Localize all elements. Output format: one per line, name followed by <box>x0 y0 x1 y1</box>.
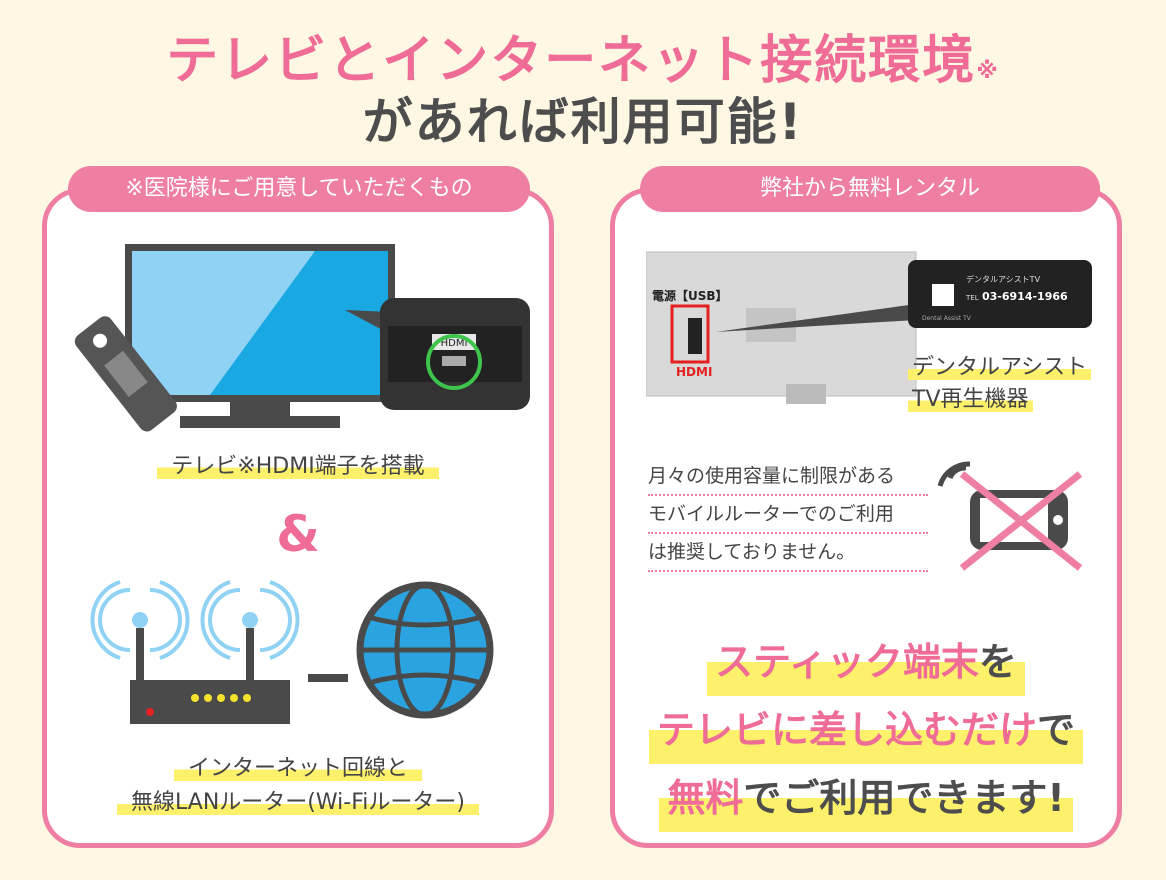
note-mark: ※ <box>976 59 1000 84</box>
requirements-label: ※医院様にご用意していただくもの <box>68 166 530 212</box>
cta-line-2-highlight: テレビに差し込むだけ <box>656 708 1037 752</box>
tv-caption-text: テレビ※HDMI端子を搭載 <box>157 454 439 479</box>
device-tel-prefix: TEL <box>965 294 979 302</box>
tv-illustration: HDMI <box>74 244 530 432</box>
headline-text: テレビとインターネット接続環境 <box>166 31 977 91</box>
cta-line-1-highlight: スティック端末 <box>715 640 979 684</box>
remote-control-icon <box>74 316 177 432</box>
stick-device-icon: デンタルアシストTV TEL 03-6914-1966 Dental Assis… <box>908 260 1092 328</box>
cross-mark-icon <box>959 471 1083 571</box>
cta-line-3-highlight: 無料 <box>667 776 744 820</box>
cta-line-2: テレビに差し込むだけで <box>648 696 1084 764</box>
device-caption-line-2: TV再生機器 <box>908 387 1033 412</box>
device-caption-line-1: デンタルアシスト <box>908 355 1092 380</box>
cta-line-2-rest: で <box>1037 708 1076 752</box>
device-logo-text: Dental Assist TV <box>922 315 972 322</box>
network-caption: インターネット回線と 無線LANルーター(Wi-Fiルーター) <box>42 752 554 820</box>
device-tel: 03-6914-1966 <box>982 290 1068 303</box>
hdmi-port-closeup-icon: HDMI <box>380 298 530 410</box>
device-brand: デンタルアシストTV <box>966 274 1041 284</box>
mobile-router-note: 月々の使用容量に制限がある モバイルルーターでのご利用 は推奨しておりません。 <box>648 458 928 572</box>
note-line-1: 月々の使用容量に制限がある <box>648 458 928 496</box>
wifi-router-icon <box>90 580 300 724</box>
rental-label: 弊社から無料レンタル <box>640 166 1100 212</box>
note-line-3: は推奨しておりません。 <box>648 534 928 572</box>
headline-line-2: があれば利用可能! <box>362 93 804 151</box>
note-line-2: モバイルルーターでのご利用 <box>648 496 928 534</box>
cta-line-3: 無料でご利用できます! <box>659 764 1073 832</box>
globe-internet-icon <box>356 581 494 719</box>
headline-line-1: テレビとインターネット接続環境※ <box>0 18 1166 93</box>
cta-line-1-rest: を <box>978 640 1017 684</box>
cta-line-1: スティック端末を <box>707 628 1025 696</box>
cta-line-3-rest: でご利用できます! <box>743 776 1065 820</box>
tv-icon <box>125 244 395 428</box>
network-illustration <box>90 580 494 724</box>
no-mobile-router-illustration <box>937 461 1083 571</box>
tv-caption: テレビ※HDMI端子を搭載 <box>42 448 554 480</box>
tv-back-illustration: 電源【USB】 HDMI デンタルアシストTV TEL 03-6914-1966… <box>646 251 1092 404</box>
power-usb-label: 電源【USB】 <box>652 288 728 303</box>
ampersand: & <box>276 505 320 563</box>
mobile-signal-icon <box>937 461 971 487</box>
network-caption-line-2: 無線LANルーター(Wi-Fiルーター) <box>117 790 479 815</box>
call-to-action: スティック端末を テレビに差し込むだけで 無料でご利用できます! <box>610 628 1122 832</box>
hdmi-port-label: HDMI <box>676 365 712 379</box>
device-caption: デンタルアシスト TV再生機器 <box>908 352 1092 416</box>
network-caption-line-1: インターネット回線と <box>173 756 422 781</box>
hdmi-closeup-label: HDMI <box>441 338 468 349</box>
